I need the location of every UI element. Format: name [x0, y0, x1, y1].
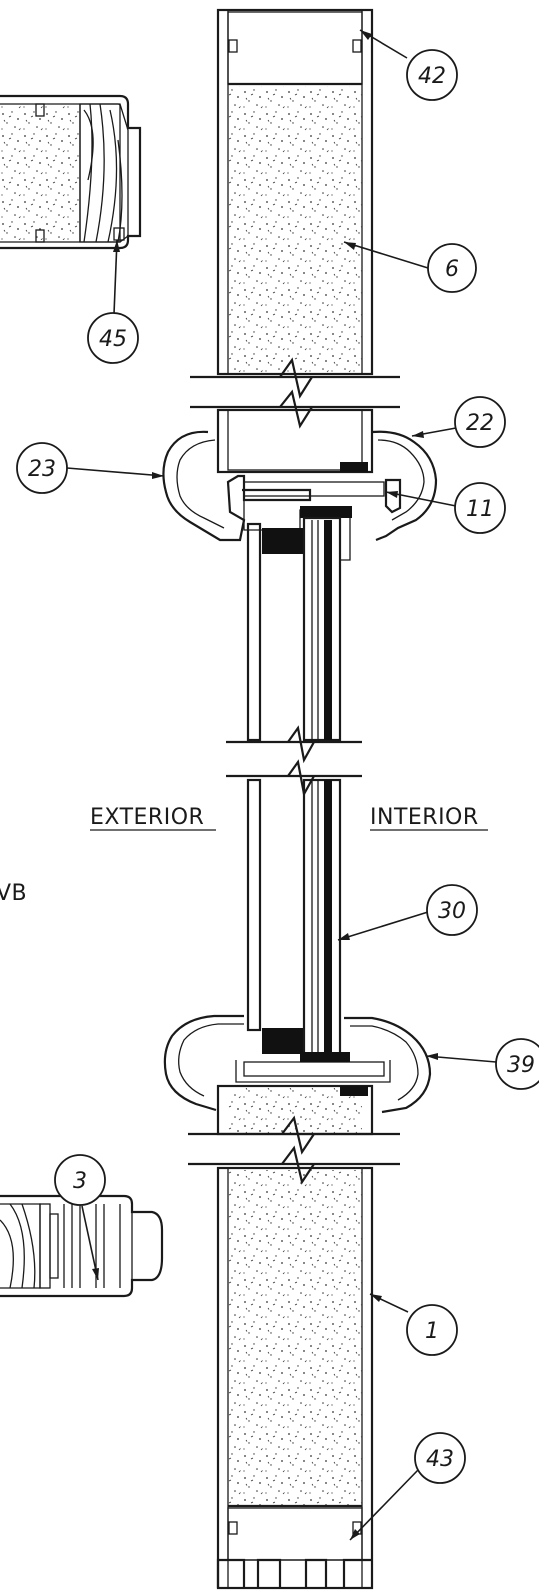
exterior-label-group: EXTERIOR [90, 805, 216, 831]
callout-6-text: 6 [445, 257, 459, 282]
callout-30-text: 30 [438, 899, 466, 924]
interior-label-group: INTERIOR [370, 805, 488, 831]
callout-6: 6 [343, 241, 477, 293]
lower-panel [216, 1166, 374, 1590]
callout-43-text: 43 [426, 1447, 454, 1472]
upper-glazing-frame [162, 430, 438, 561]
callout-45: 45 [87, 239, 139, 364]
callout-43: 43 [349, 1432, 466, 1541]
callout-22: 22 [411, 396, 506, 448]
callout-22-text: 22 [466, 411, 494, 436]
lower-glazing-frame [163, 1014, 432, 1114]
interior-label: INTERIOR [370, 805, 479, 830]
callout-1: 1 [369, 1293, 458, 1356]
callout-39: 39 [425, 1038, 539, 1090]
callout-3: 3 [54, 1154, 106, 1281]
left-detail-lower [0, 1194, 164, 1298]
left-detail-upper [0, 94, 142, 250]
upper-panel [216, 8, 374, 376]
partial-label: VB [0, 881, 27, 906]
exterior-label: EXTERIOR [90, 805, 204, 830]
glass-unit [246, 516, 342, 1058]
callout-42-text: 42 [418, 64, 446, 89]
callout-23: 23 [16, 442, 165, 494]
callout-1-text: 1 [425, 1319, 439, 1344]
callout-23-text: 23 [28, 457, 56, 482]
callout-39-text: 39 [507, 1053, 535, 1078]
break-line-glass [226, 725, 362, 798]
break-line-upper [190, 357, 400, 429]
callout-11-text: 11 [466, 497, 494, 522]
callout-30: 30 [337, 884, 478, 941]
callout-3-text: 3 [73, 1169, 87, 1194]
callout-45-text: 45 [99, 327, 127, 352]
upper-panel-lower-segment [216, 408, 374, 474]
callout-42: 42 [359, 29, 458, 101]
callout-11: 11 [385, 482, 506, 534]
